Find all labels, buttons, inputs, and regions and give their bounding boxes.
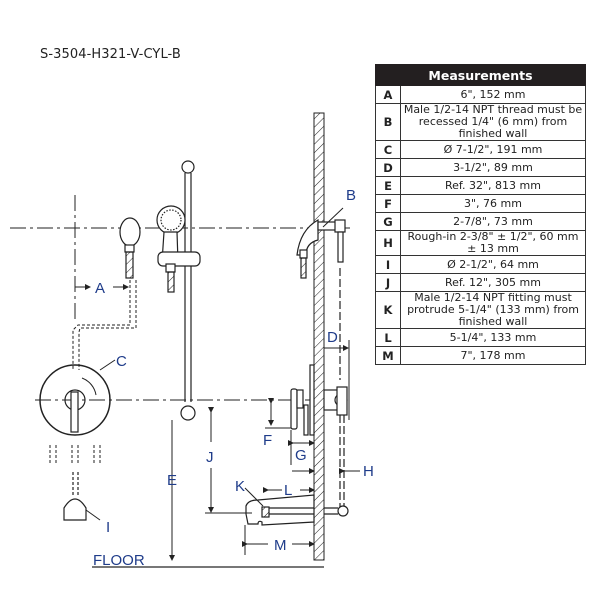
model-number: S-3504-H321-V-CYL-B — [40, 47, 181, 62]
slide-bar — [180, 160, 196, 421]
supply-cap — [63, 472, 87, 521]
label-k: K — [235, 478, 245, 495]
label-h: H — [363, 463, 374, 480]
measurement-key: F — [375, 194, 401, 213]
wall-elbow — [296, 218, 346, 380]
measurement-value: 7", 178 mm — [400, 346, 586, 365]
valve-trim — [39, 364, 111, 465]
hose-supply-dashed — [72, 280, 137, 370]
measurement-key: C — [375, 140, 401, 159]
label-d: D — [327, 329, 338, 346]
measurement-key: D — [375, 158, 401, 177]
label-c: C — [116, 353, 127, 370]
label-m: M — [274, 537, 287, 554]
dimension-labels: A B C D E F G H I J K L M FLOOR — [93, 187, 374, 569]
measurement-key: B — [375, 103, 401, 141]
label-i: I — [106, 519, 110, 536]
measurement-value: 2-7/8", 73 mm — [400, 212, 586, 231]
table-header: Measurements — [375, 64, 586, 86]
label-f: F — [263, 432, 272, 449]
label-a: A — [95, 280, 105, 297]
label-l: L — [284, 482, 292, 499]
measurement-key: L — [375, 328, 401, 347]
measurement-value: 3", 76 mm — [400, 194, 586, 213]
handheld-shower — [156, 205, 201, 293]
measurement-key: A — [375, 85, 401, 104]
measurement-key: H — [375, 230, 401, 256]
measurement-key: M — [375, 346, 401, 365]
dimension-lines — [75, 207, 360, 561]
label-j: J — [206, 449, 214, 466]
measurement-value: Male 1/2-14 NPT fitting must protrude 5-… — [400, 291, 586, 329]
measurement-value: 5-1/4", 133 mm — [400, 328, 586, 347]
measurement-value: Ref. 12", 305 mm — [400, 273, 586, 292]
finished-wall — [313, 112, 325, 561]
measurement-key: E — [375, 176, 401, 195]
valve-body — [290, 364, 348, 510]
label-e: E — [167, 472, 177, 489]
label-g: G — [295, 447, 307, 464]
measurement-value: Ø 2-1/2", 64 mm — [400, 255, 586, 274]
measurement-value: Male 1/2-14 NPT thread must be recessed … — [400, 103, 586, 141]
label-floor: FLOOR — [93, 552, 145, 569]
measurement-value: Rough-in 2-3/8" ± 1/2", 60 mm ± 13 mm — [400, 230, 586, 256]
measurement-key: G — [375, 212, 401, 231]
measurement-value: 6", 152 mm — [400, 85, 586, 104]
tub-spout — [245, 494, 349, 526]
measurement-value: Ref. 32", 813 mm — [400, 176, 586, 195]
label-b: B — [346, 187, 356, 204]
measurement-key: I — [375, 255, 401, 274]
measurement-key: J — [375, 273, 401, 292]
handshower-holder — [119, 217, 141, 279]
measurement-value: Ø 7-1/2", 191 mm — [400, 140, 586, 159]
measurement-value: 3-1/2", 89 mm — [400, 158, 586, 177]
measurement-key: K — [375, 291, 401, 329]
